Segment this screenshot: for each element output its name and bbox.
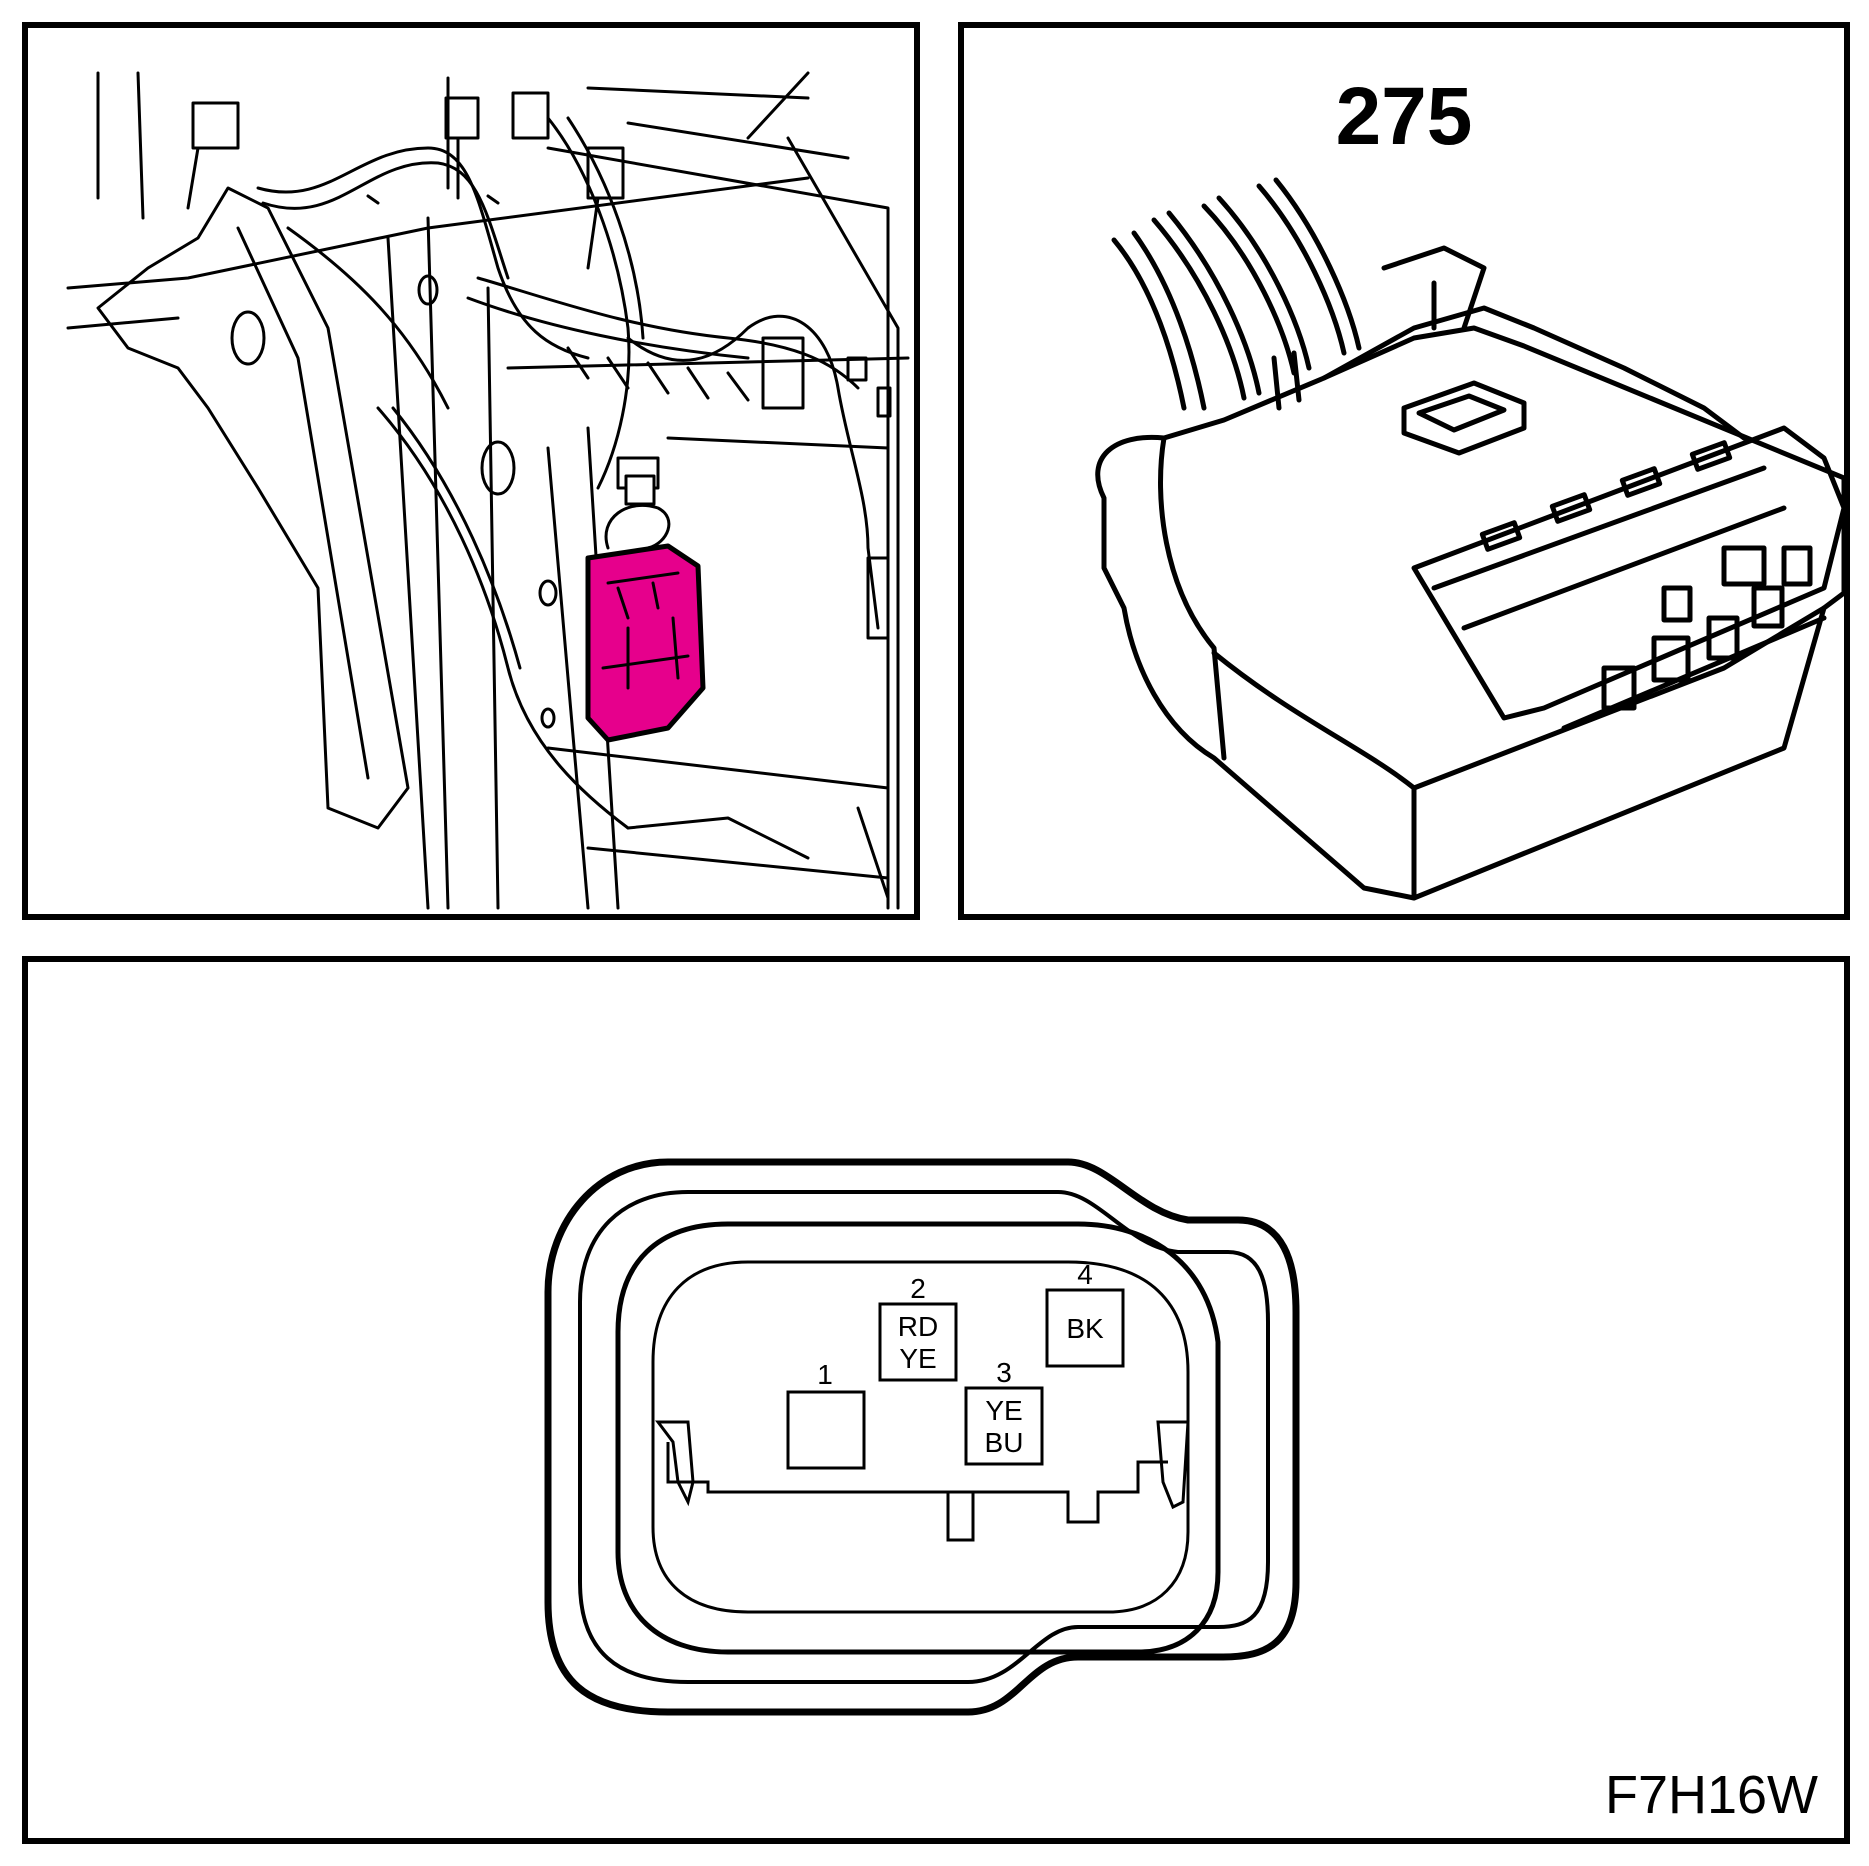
pin-number: 2: [910, 1273, 926, 1304]
figure-code: F7H16W: [1604, 1765, 1818, 1825]
pin-4: 4 BK: [1045, 1259, 1125, 1368]
pin-number: 3: [996, 1357, 1012, 1388]
connector-illustration: [1095, 177, 1844, 901]
wire-color-1: YE: [985, 1395, 1022, 1426]
housing-outline: [544, 1158, 1300, 1716]
wire-color-2: BU: [985, 1427, 1024, 1458]
pin-number: 4: [1077, 1259, 1093, 1290]
pin-number: 1: [817, 1359, 833, 1390]
vehicle-wiring-illustration: [66, 71, 910, 910]
pinout-panel: 1 2 RD YE 3 YE BU 4 BK F7H16W: [22, 956, 1850, 1844]
wire-color-1: RD: [898, 1311, 938, 1342]
pin-1: 1: [786, 1359, 866, 1470]
pin-2: 2 RD YE: [878, 1273, 958, 1382]
wire-color-2: YE: [899, 1343, 936, 1374]
connector-number: 275: [1335, 71, 1473, 162]
component-location-panel: [22, 22, 920, 920]
wire-color-1: BK: [1066, 1313, 1104, 1344]
connector-face-diagram: 1 2 RD YE 3 YE BU 4 BK: [544, 1158, 1300, 1716]
highlighted-component: [585, 543, 706, 743]
connector-panel: 275: [958, 22, 1850, 920]
pin-3: 3 YE BU: [964, 1357, 1044, 1466]
